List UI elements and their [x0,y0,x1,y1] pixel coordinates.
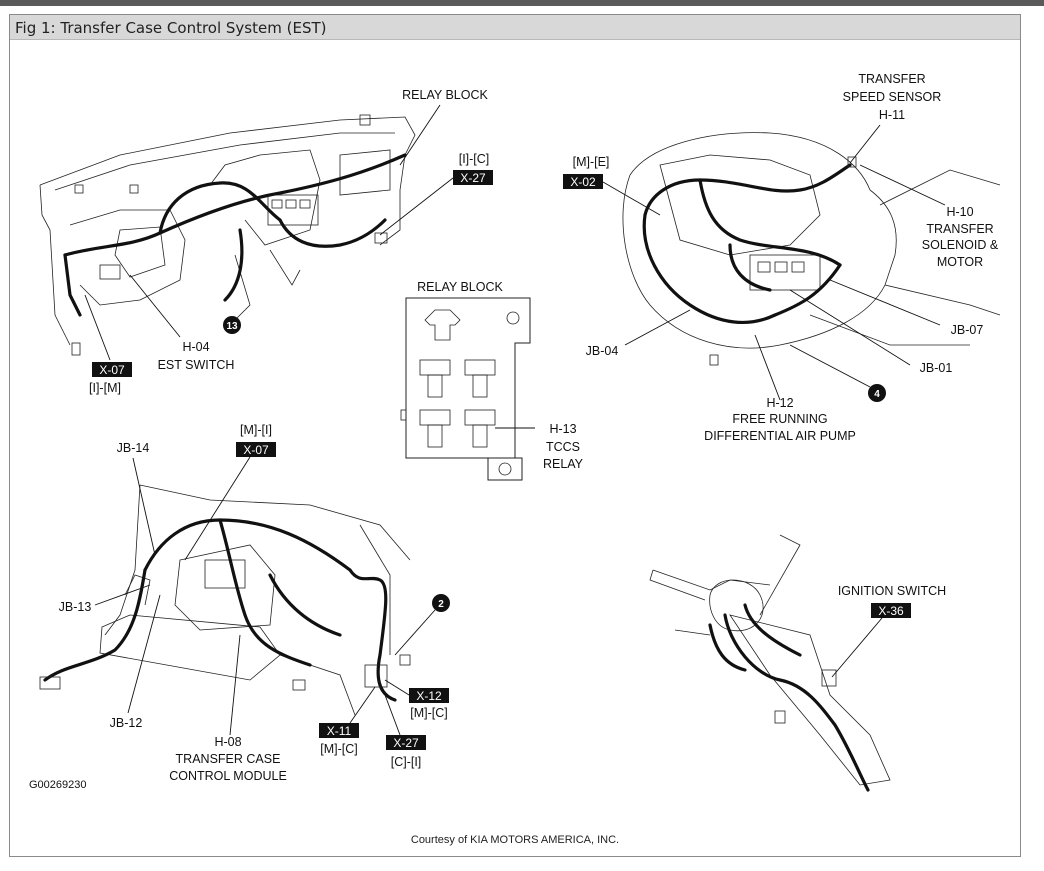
svg-text:X-11: X-11 [327,724,352,738]
svg-text:X-36: X-36 [878,604,904,618]
leader-badge-2 [394,609,436,656]
figure-caption: Fig 1: Transfer Case Control System (EST… [15,19,327,37]
console-illustration [39,484,411,716]
svg-text:4: 4 [874,389,880,400]
label-mc1: [M]-[C] [410,706,448,720]
label-h12-line3: DIFFERENTIAL AIR PUMP [704,429,856,443]
leader-x27-top [379,177,454,236]
label-ci: [C]-[I] [391,755,422,769]
svg-text:X-07: X-07 [243,443,269,457]
leader-x07-mid [184,456,251,561]
label-jb12: JB-12 [110,716,143,730]
svg-text:X-07: X-07 [99,363,125,377]
leader-jb12 [127,594,161,714]
svg-text:X-12: X-12 [416,689,442,703]
label-relay: RELAY [543,457,584,471]
label-h08: H-08 [214,735,241,749]
svg-text:X-27: X-27 [393,736,419,750]
figure-code: G00269230 [29,779,87,791]
leader-jb04 [624,309,691,346]
badge-4: 4 [868,384,886,402]
label-transfer: TRANSFER [858,72,925,86]
leader-x12 [384,679,410,696]
caption-bar: Fig 1: Transfer Case Control System (EST… [10,15,1020,40]
label-jb01: JB-01 [920,361,953,375]
tag-x07-mid: X-07 [236,442,276,457]
label-h12: H-12 [766,396,793,410]
leader-jb14 [132,457,156,556]
leader-h10 [859,164,946,206]
label-ic: [I]-[C] [459,152,490,166]
label-h04: H-04 [182,340,209,354]
leader-badge-4 [789,344,871,388]
leader-jb13 [94,584,151,606]
tag-x12: X-12 [409,688,449,703]
label-relay-block-mid: RELAY BLOCK [417,280,503,294]
leader-h11 [849,124,881,164]
label-tccs: TCCS [546,440,580,454]
svg-text:X-27: X-27 [460,171,486,185]
leader-x02 [602,181,661,216]
leader-h08 [229,634,241,736]
leader-x11 [349,686,376,724]
badge-2: 2 [432,594,450,612]
tag-x07-left: X-07 [92,362,132,377]
engine-bay-illustration [622,132,1001,366]
label-h10-line3: SOLENOID & [922,238,999,252]
label-h10: H-10 [946,205,973,219]
svg-text:2: 2 [438,599,444,610]
tag-x27-top: X-27 [453,170,493,185]
label-me: [M]-[E] [573,155,610,169]
label-relay-block-top: RELAY BLOCK [402,88,488,102]
tag-x11: X-11 [319,723,359,738]
courtesy-footer: Courtesy of KIA MOTORS AMERICA, INC. [411,834,619,846]
label-jb07: JB-07 [951,323,984,337]
label-mc2: [M]-[C] [320,742,358,756]
label-h08-line3: CONTROL MODULE [169,769,287,783]
figure-frame: Fig 1: Transfer Case Control System (EST… [9,14,1021,857]
top-edge-bar [0,0,1044,6]
leader-jb01 [789,289,911,366]
label-h08-line2: TRANSFER CASE [176,752,281,766]
label-h13: H-13 [549,422,576,436]
dashboard-illustration [39,114,416,356]
label-est-switch: EST SWITCH [158,358,235,372]
relay-block-schematic [400,297,531,481]
label-jb14: JB-14 [117,441,150,455]
leader-x27-bottom [381,686,401,736]
badge-13: 13 [223,316,241,334]
steering-column-illustration [649,534,891,792]
leader-jb07 [829,279,941,326]
leader-x36 [831,617,883,678]
label-jb04: JB-04 [586,344,619,358]
leader-h04 [129,274,181,338]
tag-x27-bottom: X-27 [386,735,426,750]
label-ignition-switch: IGNITION SWITCH [838,584,946,598]
tag-x36: X-36 [871,603,911,618]
label-h10-line2: TRANSFER [926,222,993,236]
label-jb13: JB-13 [59,600,92,614]
svg-text:X-02: X-02 [570,175,596,189]
svg-text:13: 13 [226,321,238,332]
leader-x07-left [84,294,111,361]
leader-h12 [754,334,781,401]
label-h11: H-11 [879,108,905,122]
label-mi: [M]-[I] [240,423,272,437]
leader-relay-block-top [399,104,441,166]
wiring-diagram: RELAY BLOCK [I]-[C] X-27 13 H-04 EST SWI… [29,72,1001,846]
label-im: [I]-[M] [89,381,121,395]
label-h12-line2: FREE RUNNING [732,412,827,426]
label-speed-sensor: SPEED SENSOR [843,90,942,104]
label-h10-line4: MOTOR [937,255,983,269]
tag-x02: X-02 [563,174,603,189]
